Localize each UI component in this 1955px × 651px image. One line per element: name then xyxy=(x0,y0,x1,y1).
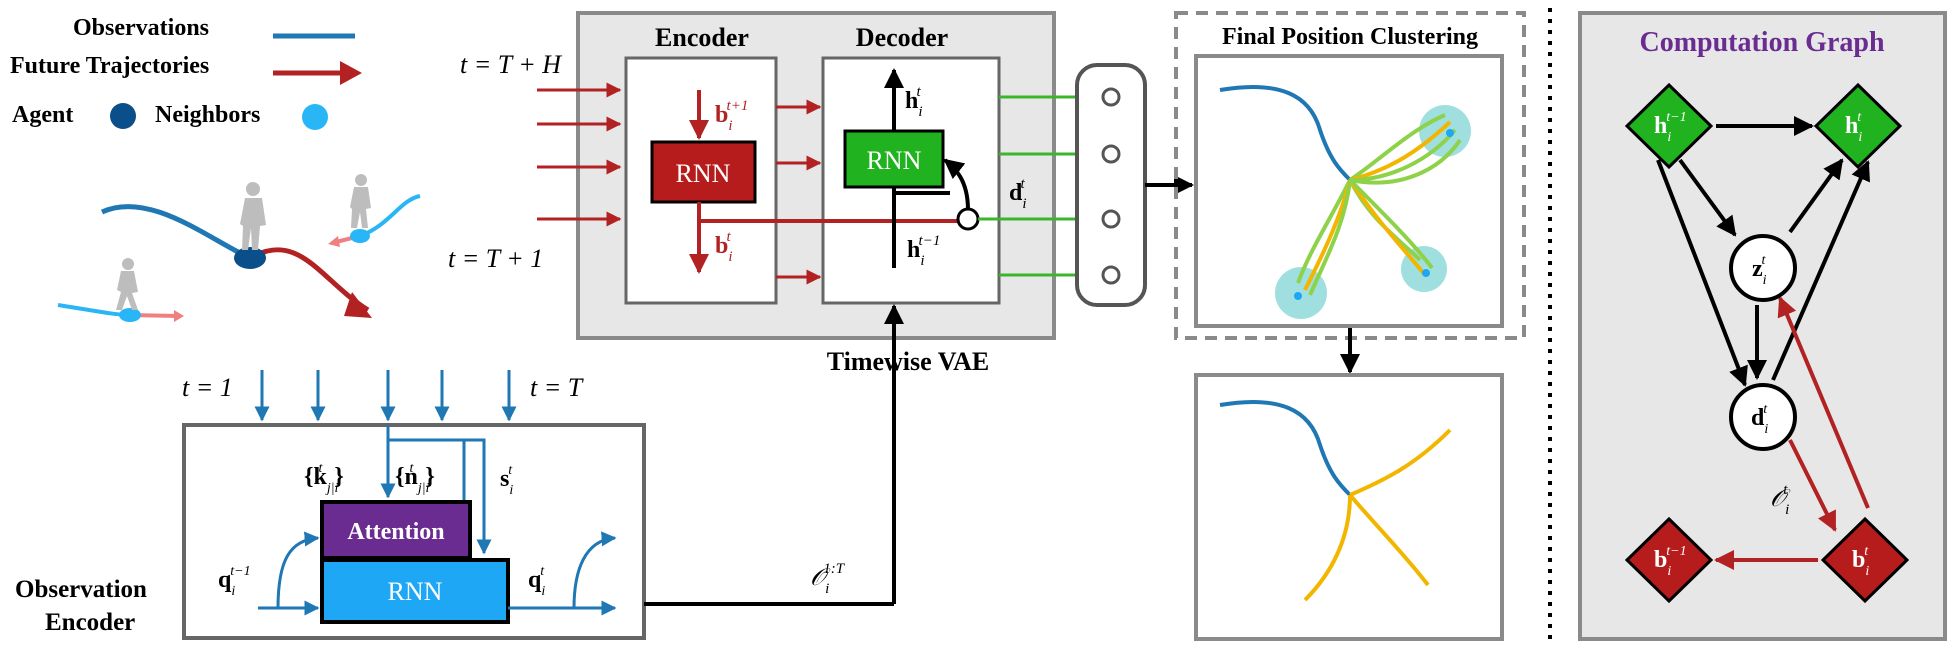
obs-time-start: t = 1 xyxy=(182,373,233,402)
obs-output-label: 𝒪i1:T xyxy=(810,561,846,597)
clustering-candidate-trajectories xyxy=(1296,113,1462,296)
k-label: {kj|it} xyxy=(304,461,344,496)
graph-title: Computation Graph xyxy=(1639,27,1884,58)
node-b-current: bit xyxy=(1820,516,1910,604)
legend-future-trajectories-label: Future Trajectories xyxy=(10,53,209,79)
obs-time-end: t = T xyxy=(530,373,584,402)
scene-illustration xyxy=(57,174,421,322)
b-next-label: bit+1 xyxy=(715,98,748,134)
node-h-prev: hit−1 xyxy=(1624,82,1714,170)
encoder-to-decoder-arrows xyxy=(776,99,822,285)
legend-agent-dot xyxy=(110,103,136,129)
neighbor2-arrowhead xyxy=(328,236,340,247)
decoder-rnn-label: RNN xyxy=(867,146,922,175)
clustering-observed-path xyxy=(1219,85,1352,182)
q-current-curve xyxy=(572,531,617,609)
svg-text:bit−1: bit−1 xyxy=(1654,544,1687,579)
obs-encoder-label-line1: Observation xyxy=(15,576,147,603)
agent-future-arrowhead xyxy=(344,292,372,318)
cluster-blob-top-right xyxy=(1419,105,1471,157)
computation-graph: Computation Graph 𝒪it hit−1 xyxy=(1578,11,1947,641)
agent-observed-path xyxy=(100,204,252,261)
graph-edges-red xyxy=(1714,296,1870,570)
node-h-current: hit xyxy=(1813,82,1903,170)
graph-edge-label: 𝒪it xyxy=(1770,482,1791,518)
final-position-clustering: Final Position Clustering xyxy=(1174,11,1526,641)
cluster-centers xyxy=(1294,129,1454,300)
node-z: zit xyxy=(1729,234,1797,302)
combine-node xyxy=(956,207,980,231)
h-prev-label: hit−1 xyxy=(907,233,940,269)
legend: Observations Future Trajectories Agent N… xyxy=(10,15,362,130)
svg-text:dit: dit xyxy=(1751,402,1768,437)
cluster-blob-bottom-left xyxy=(1275,267,1327,319)
neighbor1-arrowhead xyxy=(174,310,184,322)
encoder-rnn-block xyxy=(650,140,757,204)
obs-encoder-label-line2: Encoder xyxy=(45,609,135,636)
q-prev-label: qit−1 xyxy=(218,564,251,599)
b-current-label: bit xyxy=(715,229,733,265)
neighbor2-marker xyxy=(350,229,370,243)
decoder-output-arrows xyxy=(978,89,1092,283)
node-b-prev: bit−1 xyxy=(1624,516,1714,604)
legend-neighbors-label: Neighbors xyxy=(155,102,260,128)
encoder-title: Encoder xyxy=(655,23,749,52)
n-label: {nj|it} xyxy=(395,461,435,496)
agent-marker xyxy=(234,247,266,269)
svg-text:hit: hit xyxy=(1845,110,1862,145)
attention-label: Attention xyxy=(347,519,444,545)
encoder-input-arrows xyxy=(537,82,622,227)
observation-encoder: Observation Encoder t = 1 t = T Attentio… xyxy=(15,370,894,640)
pedestrian-neighbor1-icon xyxy=(116,258,138,310)
h-current-label: hit xyxy=(905,84,923,120)
legend-future-arrowhead xyxy=(340,61,362,85)
clustering-title: Final Position Clustering xyxy=(1222,24,1478,50)
svg-text:hit−1: hit−1 xyxy=(1654,110,1687,145)
pedestrian-neighbor2-icon xyxy=(350,174,371,228)
neighbor1-marker xyxy=(119,308,141,322)
decoder-feedback-arrow xyxy=(943,158,970,211)
d-label: dit xyxy=(1009,176,1027,212)
result-trajectories xyxy=(1303,428,1452,602)
obs-rnn-block xyxy=(320,558,510,624)
result-observed-path xyxy=(1219,400,1352,497)
node-d: dit xyxy=(1729,383,1797,451)
pedestrian-agent-icon xyxy=(240,182,266,250)
q-current-label: qit xyxy=(528,564,545,599)
decoder-rnn-block xyxy=(843,129,945,189)
obs-rnn-label: RNN xyxy=(388,577,443,606)
legend-neighbor-dot xyxy=(302,104,328,130)
svg-text:bit: bit xyxy=(1852,544,1869,579)
legend-agent-label: Agent xyxy=(12,102,73,128)
timewise-vae: Encoder Decoder t = T + H t = T + 1 RNN … xyxy=(448,11,1194,604)
graph-edges-black xyxy=(1656,116,1870,387)
time-label-top: t = T + H xyxy=(460,50,562,79)
svg-text:zit: zit xyxy=(1752,253,1767,288)
decoder-title: Decoder xyxy=(856,23,948,52)
vae-caption: Timewise VAE xyxy=(827,347,990,376)
s-label: sit xyxy=(500,463,513,498)
q-prev-curve xyxy=(276,531,320,609)
encoder-rnn-label: RNN xyxy=(676,159,731,188)
time-label-bottom: t = T + 1 xyxy=(448,244,543,273)
obs-input-arrows xyxy=(254,370,517,422)
legend-observations-label: Observations xyxy=(73,15,209,41)
output-ports xyxy=(1101,87,1121,285)
